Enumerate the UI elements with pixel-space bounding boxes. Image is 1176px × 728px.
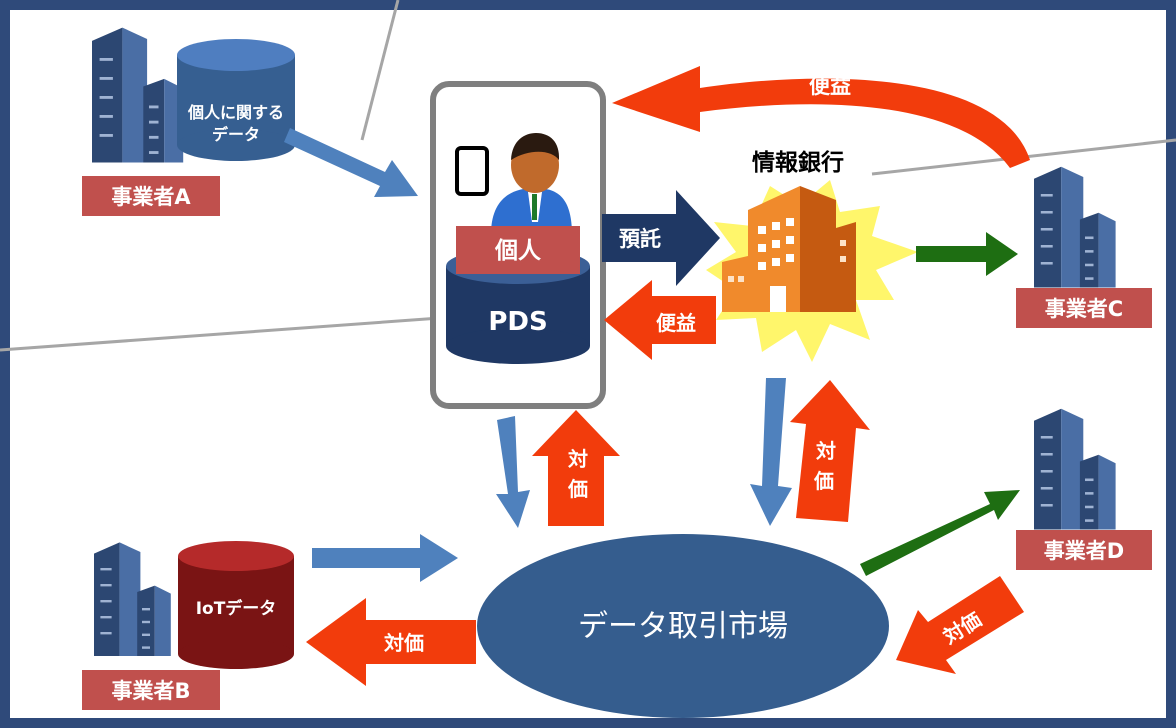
entrust-arrow	[602, 190, 720, 286]
compensation-bank-label-2: 価	[813, 469, 834, 493]
person-badge	[456, 226, 580, 274]
benefit-mid-label: 便益	[656, 311, 696, 335]
operator-b-label: 事業者B	[111, 679, 190, 703]
pds-label: PDS	[488, 307, 547, 337]
pds-database-icon: PDS	[446, 248, 590, 364]
operator-d-building-icon	[1034, 408, 1116, 530]
compensation-bank-label-1: 対	[815, 439, 836, 463]
operator-b-badge	[82, 670, 220, 710]
arrow-market-to-d	[860, 490, 1020, 576]
compensation-person-label-1: 対	[567, 447, 588, 471]
arrow-b-to-market	[312, 534, 458, 582]
operator-c-label: 事業者C	[1045, 297, 1123, 321]
arrow-person-to-market	[496, 416, 530, 528]
operator-d-label: 事業者D	[1044, 539, 1124, 563]
callout-line-top	[360, 0, 400, 141]
data-market	[477, 534, 889, 718]
iot-database-icon: IoTデータ	[178, 541, 294, 669]
compensation-arrow-b	[306, 598, 476, 686]
info-bank-building-icon	[722, 186, 856, 312]
benefit-top-label: 便益	[809, 74, 851, 98]
entrust-label: 預託	[619, 227, 661, 251]
operator-a-label: 事業者A	[111, 185, 191, 209]
benefit-arrow-top	[612, 66, 1030, 168]
personal-data-label-2: データ	[212, 125, 260, 144]
operator-d-badge	[1016, 530, 1152, 570]
personal-data-label-1: 個人に関する	[187, 103, 284, 122]
arrow-a-to-person	[284, 128, 418, 197]
personal-data-database-icon: 個人に関する データ	[177, 39, 295, 161]
compensation-arrow-person	[532, 410, 620, 526]
callout-line-left	[0, 316, 441, 352]
smartphone-icon	[455, 146, 489, 196]
benefit-arrow-mid	[604, 280, 716, 360]
arrow-bank-to-c	[916, 232, 1018, 276]
arrow-bank-to-market	[750, 378, 792, 526]
iot-data-label: IoTデータ	[196, 598, 277, 619]
operator-a-badge	[82, 176, 220, 216]
compensation-arrow-d	[896, 576, 1024, 674]
operator-a-building-icon	[92, 27, 184, 163]
compensation-b-label: 対価	[383, 631, 424, 655]
operator-c-badge	[1016, 288, 1152, 328]
data-market-label: データ取引市場	[578, 609, 788, 644]
compensation-person-label-2: 価	[567, 477, 588, 501]
compensation-arrow-bank	[790, 380, 870, 522]
operator-b-building-icon	[94, 542, 171, 656]
operator-c-building-icon	[1034, 166, 1116, 288]
person-label: 個人	[494, 238, 542, 264]
person-icon	[491, 133, 572, 232]
info-bank-title: 情報銀行	[752, 149, 844, 176]
